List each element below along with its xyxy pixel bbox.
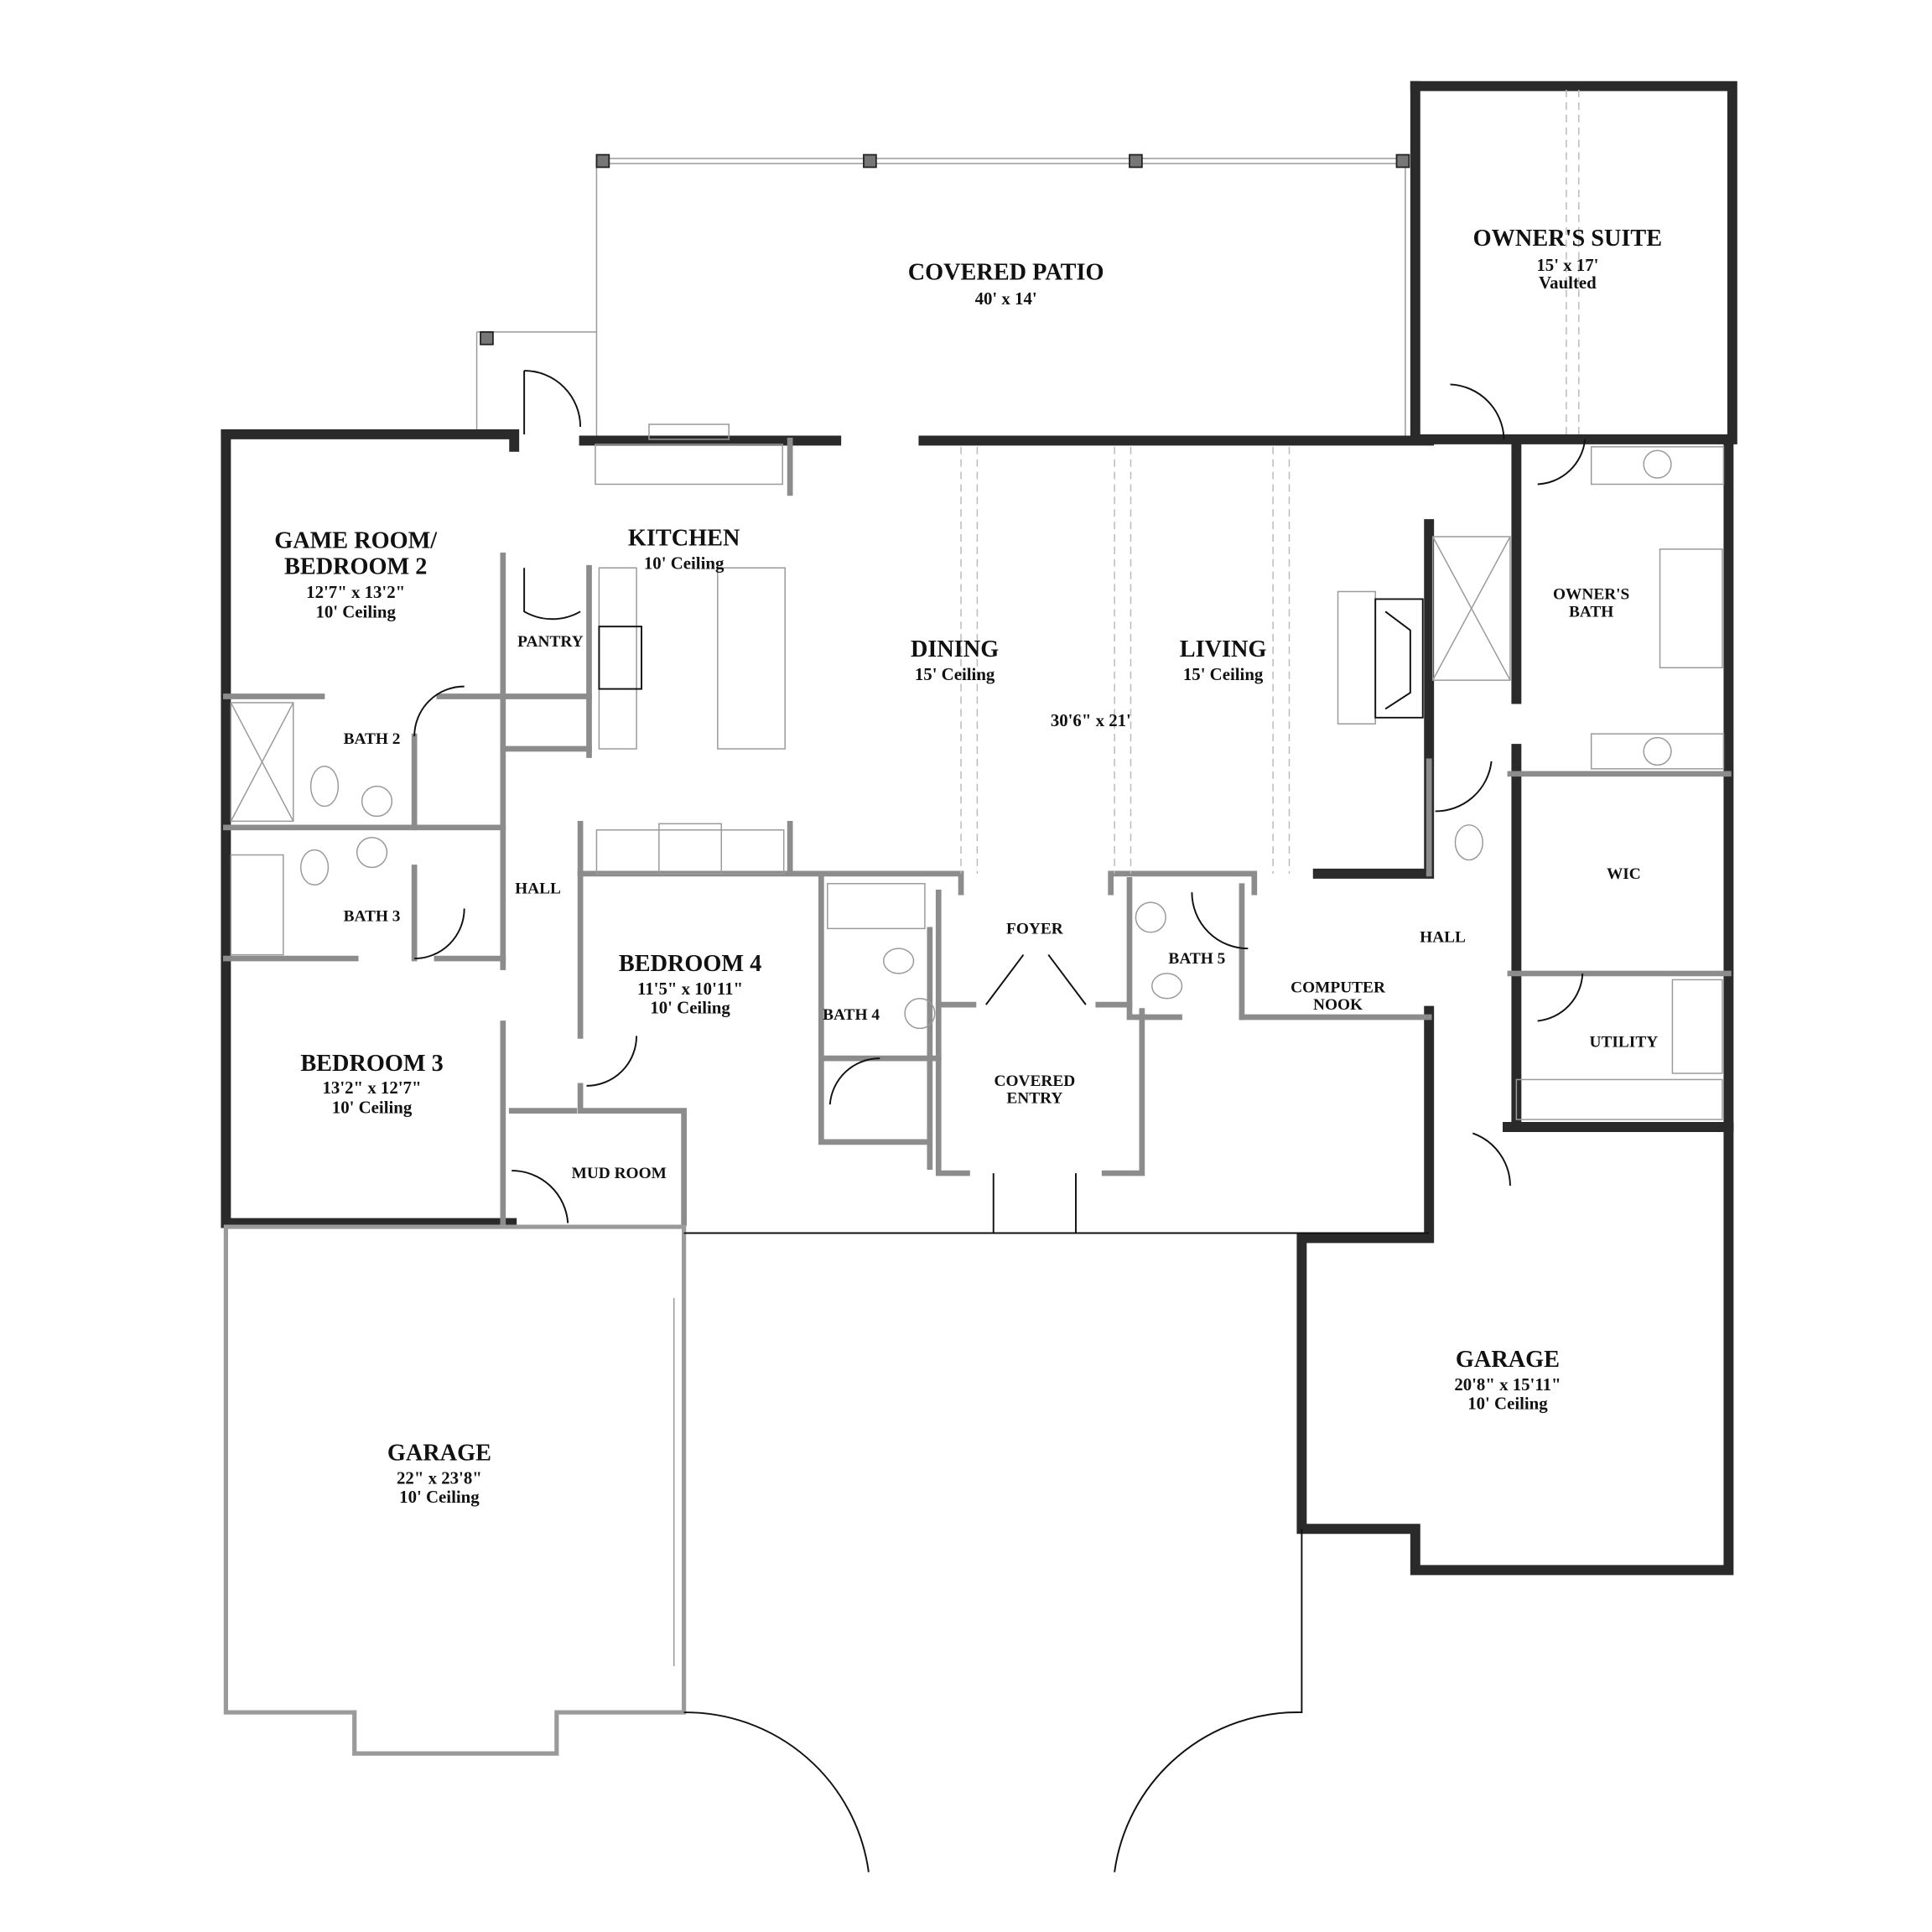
fixtures: [230, 90, 1725, 1223]
hall-left-label: HALL: [515, 880, 561, 898]
utility-label: UTILITY: [1590, 1034, 1659, 1052]
bath2-label: BATH 2: [344, 730, 401, 748]
game-room-label-1: GAME ROOM/: [274, 527, 438, 553]
wic-label: WIC: [1607, 865, 1641, 883]
owners-bath-label-2: BATH: [1569, 603, 1613, 621]
garage-right-size: 20'8" x 15'11": [1454, 1374, 1561, 1394]
covered-patio-outline: [475, 153, 1410, 441]
owners-suite-size: 15' x 17': [1536, 255, 1598, 275]
garage-left-size: 22" x 23'8": [397, 1468, 482, 1488]
bedroom3-size: 13'2" x 12'7": [323, 1078, 422, 1098]
kitchen-label: KITCHEN: [628, 525, 740, 551]
covered-entry-label-2: ENTRY: [1006, 1090, 1062, 1108]
covered-patio-label: COVERED PATIO: [908, 259, 1104, 285]
garage-right-ceiling: 10' Ceiling: [1467, 1393, 1548, 1413]
bath4-label: BATH 4: [823, 1006, 880, 1024]
computer-nook-label-1: COMPUTER: [1291, 979, 1386, 996]
dining-label: DINING: [911, 636, 999, 662]
garage-right-label: GARAGE: [1456, 1347, 1560, 1373]
owners-bath-label-1: OWNER'S: [1553, 585, 1629, 603]
interior-walls: [223, 438, 1732, 1226]
living-label: LIVING: [1180, 636, 1267, 662]
covered-patio-size: 40' x 14': [975, 288, 1037, 309]
kitchen-ceiling: 10' Ceiling: [644, 553, 724, 574]
bedroom4-label: BEDROOM 4: [619, 951, 761, 977]
computer-nook-label-2: NOOK: [1313, 996, 1363, 1014]
garage-left-ceiling: 10' Ceiling: [399, 1487, 480, 1507]
room-labels: COVERED PATIO 40' x 14' OWNER'S SUITE 15…: [274, 226, 1662, 1507]
bath3-label: BATH 3: [344, 907, 401, 925]
game-room-ceiling: 10' Ceiling: [315, 602, 396, 622]
left-garage-outline: [223, 1224, 687, 1756]
dining-ceiling: 15' Ceiling: [915, 664, 995, 684]
covered-entry-label-1: COVERED: [995, 1072, 1076, 1090]
game-room-label-2: BEDROOM 2: [284, 554, 427, 580]
mud-room-label: MUD ROOM: [572, 1165, 667, 1182]
bedroom3-ceiling: 10' Ceiling: [332, 1098, 413, 1118]
bath5-label: BATH 5: [1168, 950, 1225, 968]
foyer-label: FOYER: [1006, 920, 1064, 937]
bedroom4-ceiling: 10' Ceiling: [650, 998, 730, 1018]
great-room-size: 30'6" x 21': [1051, 710, 1131, 730]
hall-right-label: HALL: [1420, 929, 1466, 947]
bedroom4-size: 11'5" x 10'11": [637, 979, 743, 999]
pantry-label: PANTRY: [517, 633, 583, 651]
garage-left-label: GARAGE: [387, 1440, 491, 1466]
game-room-size: 12'7" x 13'2": [306, 582, 405, 602]
living-ceiling: 15' Ceiling: [1183, 664, 1264, 684]
owners-suite-label: OWNER'S SUITE: [1473, 226, 1662, 252]
owners-suite-ceiling: Vaulted: [1539, 273, 1597, 293]
bedroom3-label: BEDROOM 3: [300, 1051, 443, 1077]
driveway: [683, 1173, 1430, 1872]
